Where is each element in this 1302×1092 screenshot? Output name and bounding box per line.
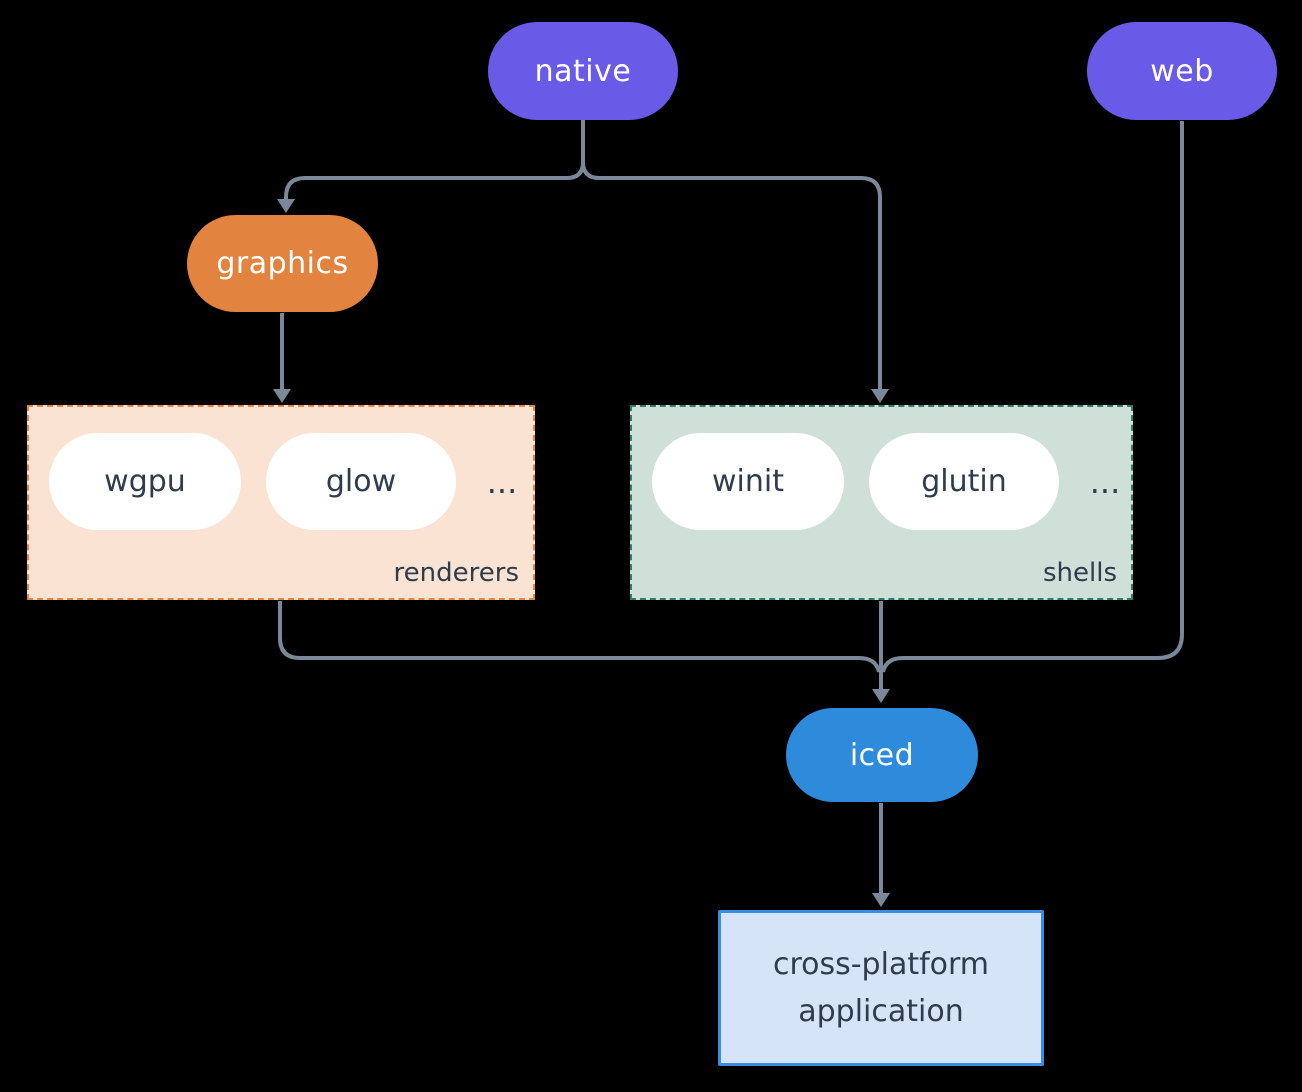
edge-renderers-to-merge bbox=[278, 601, 881, 673]
node-web-label: web bbox=[1150, 53, 1214, 89]
node-glow: glow bbox=[266, 433, 456, 530]
arrowhead-renderers bbox=[273, 389, 291, 403]
edge-native-to-graphics bbox=[284, 120, 585, 199]
node-cross-platform-application: cross-platform application bbox=[718, 910, 1044, 1066]
node-glutin-label: glutin bbox=[921, 464, 1007, 499]
edge-native-to-shells bbox=[581, 161, 882, 389]
edge-web-to-merge bbox=[881, 121, 1184, 673]
node-native-label: native bbox=[534, 53, 632, 89]
group-renderers: wgpu glow ... renderers bbox=[27, 405, 535, 600]
arrowhead-iced bbox=[872, 689, 890, 703]
node-graphics-label: graphics bbox=[216, 246, 349, 281]
app-label-line1: cross-platform bbox=[772, 947, 990, 982]
node-glutin: glutin bbox=[869, 433, 1059, 530]
renderers-ellipsis: ... bbox=[486, 462, 518, 501]
arrowhead-graphics bbox=[277, 199, 295, 213]
group-shells: winit glutin ... shells bbox=[630, 405, 1133, 600]
renderers-group-label: renderers bbox=[393, 558, 519, 588]
node-wgpu-label: wgpu bbox=[104, 464, 186, 499]
app-label-line2: application bbox=[798, 994, 964, 1029]
node-graphics: graphics bbox=[187, 215, 378, 312]
node-iced-label: iced bbox=[849, 737, 915, 773]
shells-group-label: shells bbox=[1042, 558, 1117, 588]
node-wgpu: wgpu bbox=[49, 433, 241, 530]
node-winit: winit bbox=[652, 433, 844, 530]
arrowhead-app bbox=[872, 893, 890, 907]
node-iced: iced bbox=[786, 708, 978, 802]
node-winit-label: winit bbox=[712, 464, 784, 499]
arrowhead-shells bbox=[871, 389, 889, 403]
shells-ellipsis: ... bbox=[1089, 462, 1121, 501]
node-native: native bbox=[488, 22, 678, 120]
node-glow-label: glow bbox=[325, 464, 397, 499]
node-web: web bbox=[1087, 22, 1277, 120]
